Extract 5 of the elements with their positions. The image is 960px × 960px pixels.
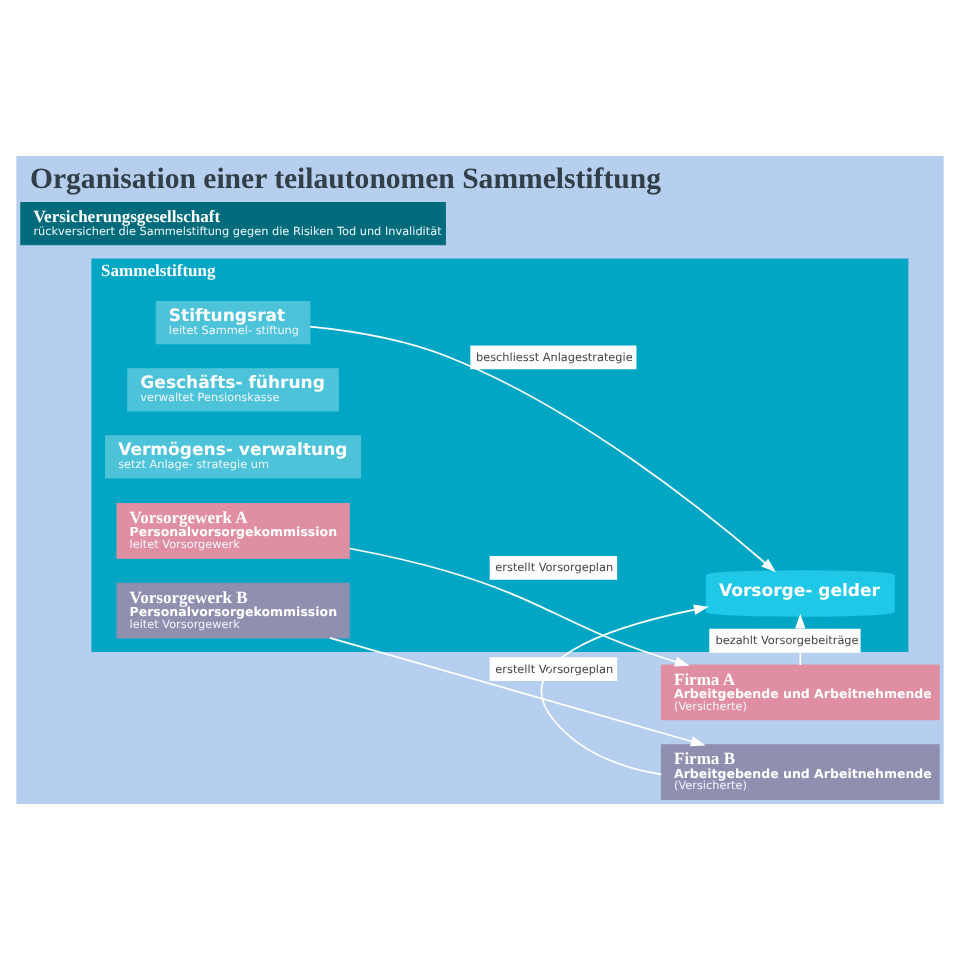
diagram-title: Organisation einer teilautonomen Sammelstiftung [29,163,661,196]
arrow [328,637,706,747]
arrow [309,325,776,573]
arrow [540,604,709,776]
arrow [348,547,690,667]
